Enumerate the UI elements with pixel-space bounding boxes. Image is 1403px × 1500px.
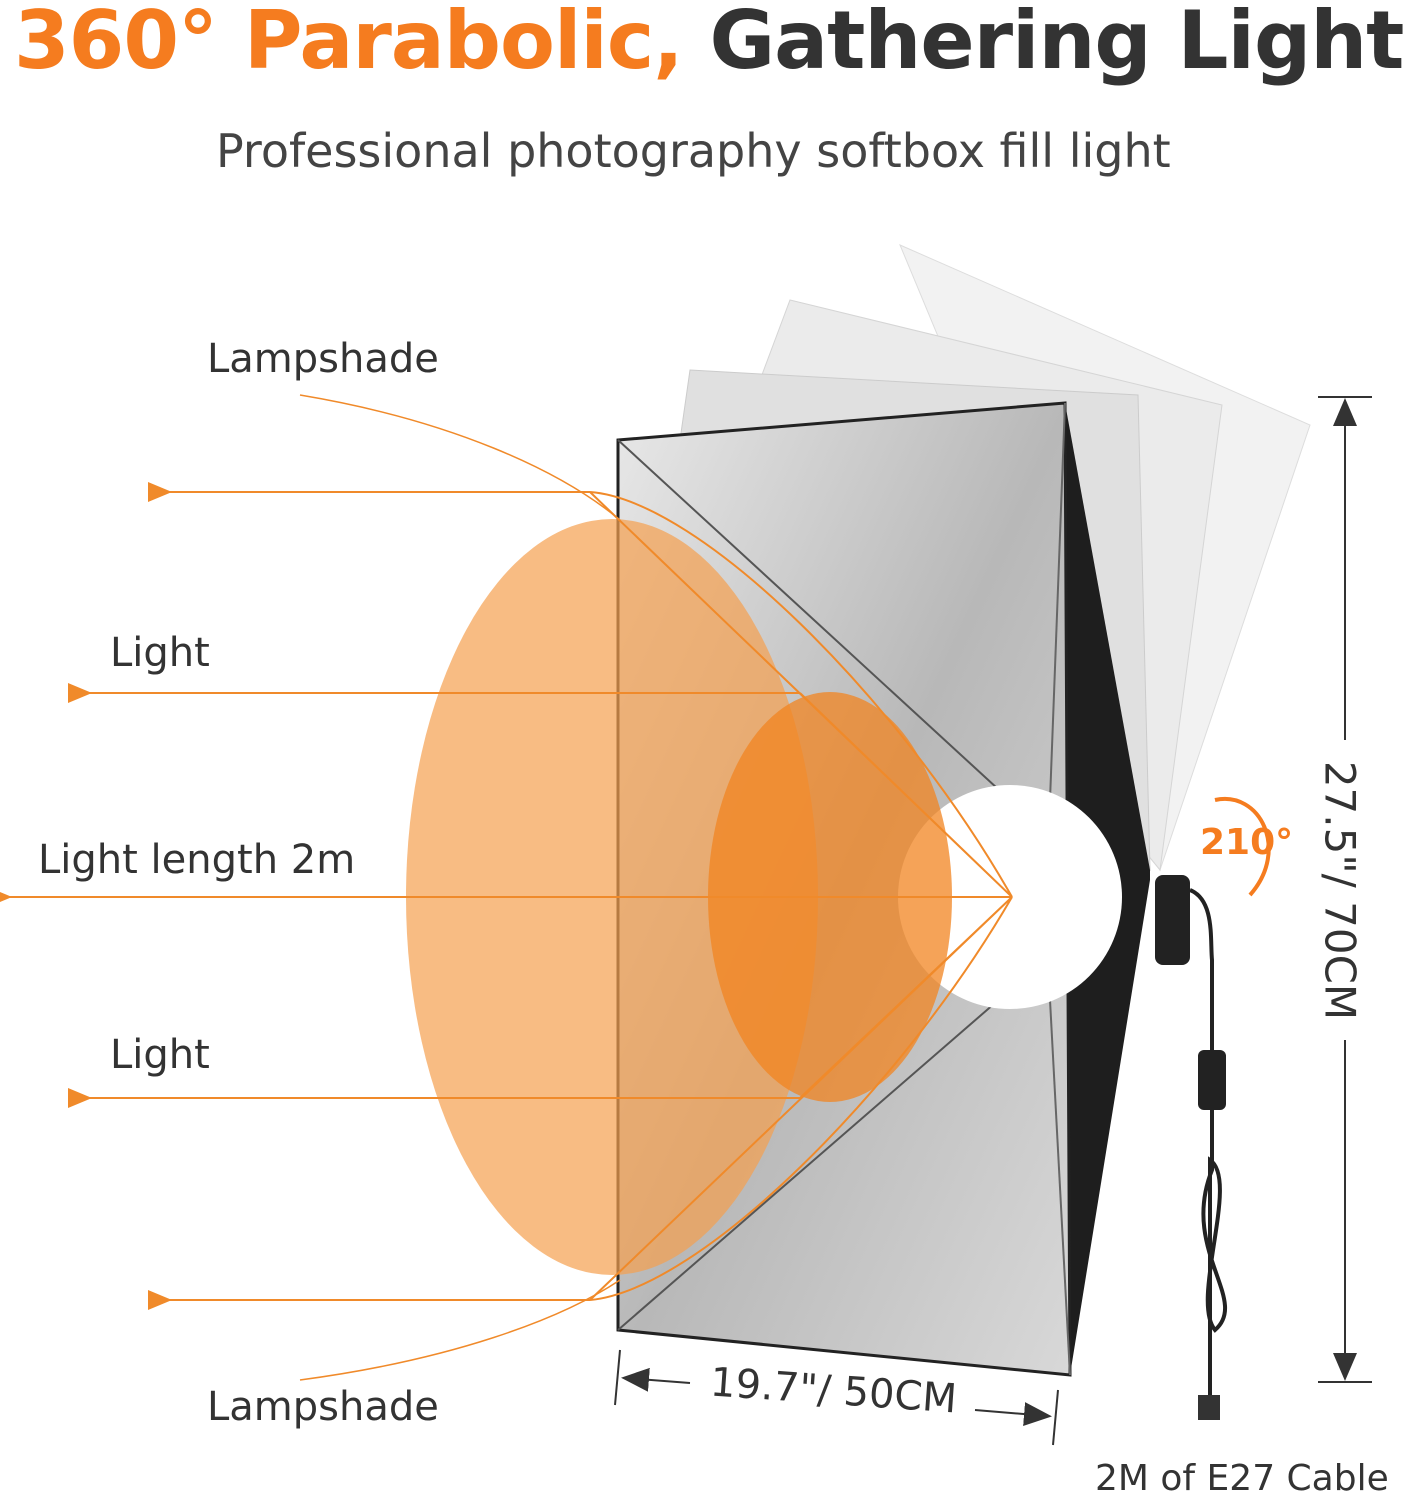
mount-and-cable <box>1155 875 1228 1420</box>
headline-rest: Gathering Light <box>709 0 1403 87</box>
label-light-bottom: Light <box>110 1032 210 1078</box>
cable-label: 2M of E27 Cable <box>1095 1458 1389 1499</box>
label-light-top: Light <box>110 630 210 676</box>
headline: 360° Parabolic, Gathering Light <box>14 0 1403 87</box>
light-rays <box>0 394 1013 1381</box>
rotation-label: 210° <box>1200 822 1294 863</box>
label-lampshade-bottom: Lampshade <box>207 1384 439 1430</box>
height-dimension: 27.5"/ 70CM <box>1315 760 1365 1021</box>
label-lampshade-top: Lampshade <box>207 336 439 382</box>
label-light-length: Light length 2m <box>38 837 356 883</box>
headline-accent: 360° Parabolic, <box>14 0 684 87</box>
subtitle: Professional photography softbox fill li… <box>216 124 1171 178</box>
dimension-lines <box>614 396 1372 1446</box>
rotation-arrow-icon <box>1214 796 1271 897</box>
